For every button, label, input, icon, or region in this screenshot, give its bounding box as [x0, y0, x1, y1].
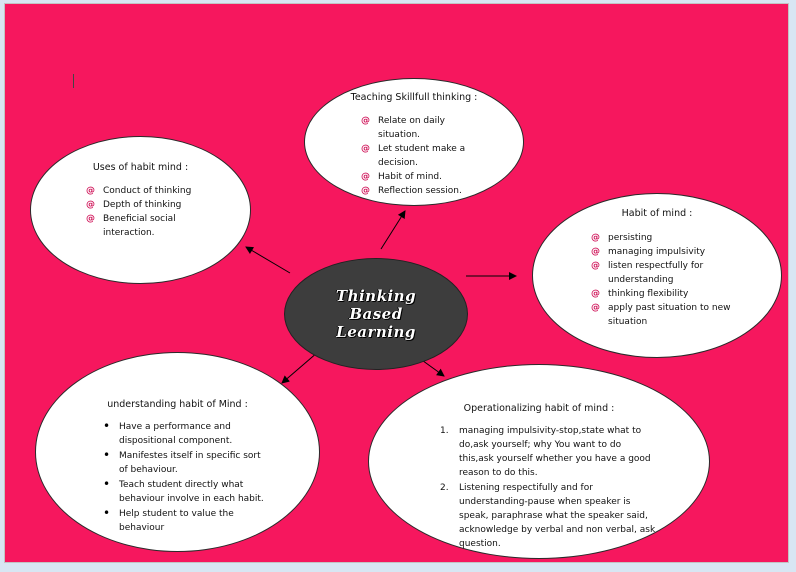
operationalizing-bubble: Operationalizing habit of mind : 1. mana…: [368, 364, 710, 559]
list-item: persisting: [591, 231, 731, 245]
arrow-to-uses: [245, 246, 291, 274]
list-item: Habit of mind.: [361, 170, 479, 184]
teaching-skillfull-title: Teaching Skillfull thinking :: [350, 92, 478, 103]
habit-of-mind-list: persisting managing impulsivity listen r…: [591, 231, 731, 329]
center-node: Thinking Based Learning: [284, 258, 468, 370]
teaching-skillfull-list: Relate on daily situation. Let student m…: [361, 114, 479, 198]
list-item: Depth of thinking: [86, 198, 196, 212]
arrow-to-understanding: [281, 351, 319, 384]
list-item: Beneficial social interaction.: [86, 212, 196, 240]
list-item: listen respectfully for understanding: [591, 259, 731, 287]
list-item: managing impulsivity: [591, 245, 731, 259]
center-title-line: Learning: [336, 323, 416, 341]
uses-habit-mind-bubble: Uses of habit mind : Conduct of thinking…: [30, 136, 251, 284]
text-cursor: [73, 74, 74, 88]
uses-habit-mind-list: Conduct of thinking Depth of thinking Be…: [86, 184, 196, 240]
list-item: Help student to value the behaviour: [101, 506, 271, 535]
item-number: 1.: [440, 426, 449, 436]
item-text: managing impulsivity-stop,state what to …: [459, 426, 651, 478]
list-item: Let student make a decision.: [361, 142, 479, 170]
center-title-line: Thinking: [335, 287, 417, 305]
list-item: thinking flexibility: [591, 287, 731, 301]
item-number: 2.: [440, 483, 449, 493]
list-item: 1. managing impulsivity-stop,state what …: [440, 424, 656, 480]
understanding-habit-title: understanding habit of Mind :: [107, 399, 248, 410]
understanding-habit-bubble: understanding habit of Mind : Have a per…: [35, 352, 320, 552]
operationalizing-title: Operationalizing habit of mind :: [463, 403, 615, 414]
list-item: Manifestes itself in specific sort of be…: [101, 448, 271, 477]
arrow-to-teaching: [380, 210, 406, 250]
item-text: Listening respectifully and for understa…: [459, 483, 656, 549]
teaching-skillfull-bubble: Teaching Skillfull thinking : Relate on …: [304, 78, 524, 206]
habit-of-mind-bubble: Habit of mind : persisting managing impu…: [532, 193, 782, 358]
center-title-line: Based: [349, 305, 403, 323]
list-item: apply past situation to new situation: [591, 301, 731, 329]
operationalizing-list: 1. managing impulsivity-stop,state what …: [440, 424, 656, 552]
habit-of-mind-title: Habit of mind :: [621, 208, 693, 219]
list-item: Reflection session.: [361, 184, 479, 198]
list-item: Teach student directly what behaviour in…: [101, 477, 271, 506]
list-item: Conduct of thinking: [86, 184, 196, 198]
list-item: 2. Listening respectifully and for under…: [440, 481, 656, 551]
list-item: Have a performance and dispositional com…: [101, 419, 271, 448]
uses-habit-mind-title: Uses of habit mind :: [92, 162, 189, 173]
list-item: Relate on daily situation.: [361, 114, 479, 142]
understanding-habit-list: Have a performance and dispositional com…: [101, 419, 271, 536]
